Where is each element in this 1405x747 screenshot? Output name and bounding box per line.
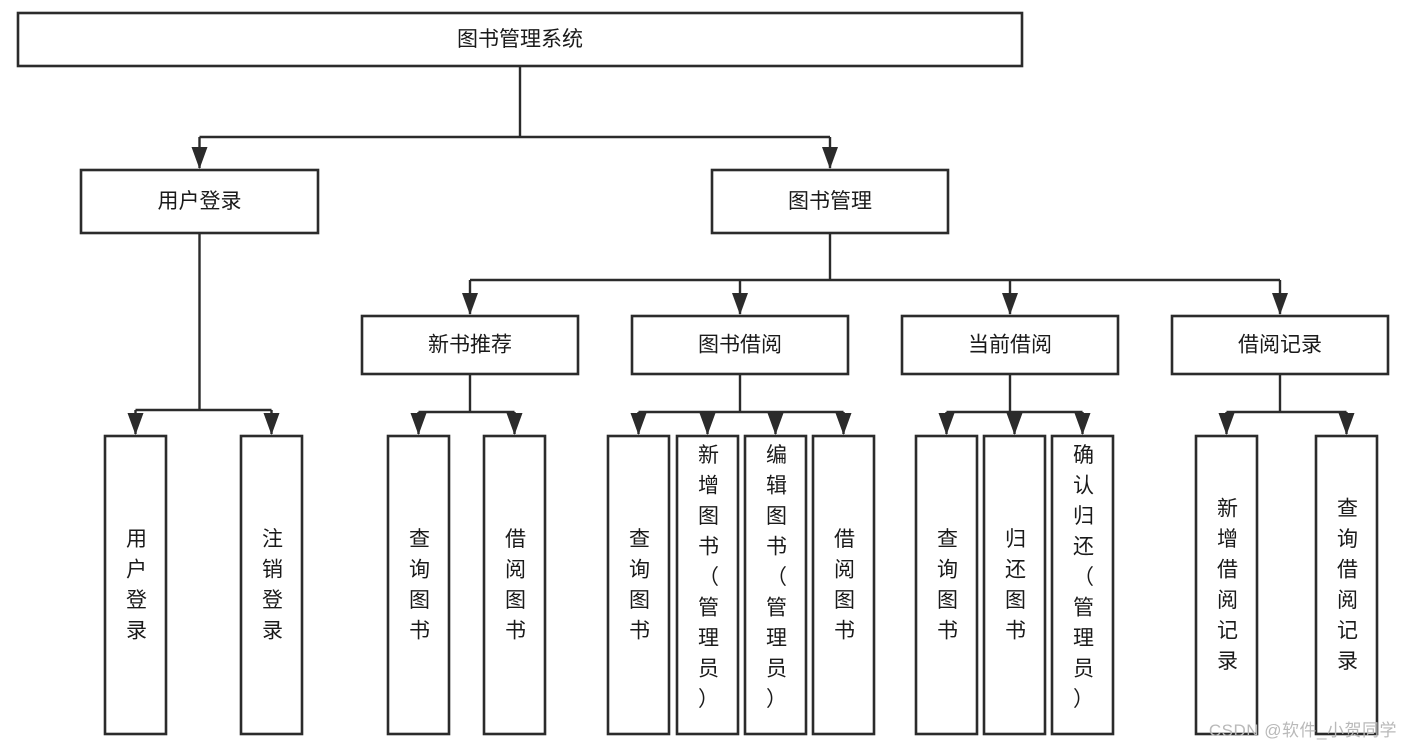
level3-label: 图书借阅 [698,334,782,357]
arrow-head-icon [462,293,478,315]
root-label: 图书管理系统 [457,28,583,51]
arrow-head-icon [1338,413,1355,435]
leaf-label: 查询借阅记录 [1337,498,1358,674]
node-查询图书[interactable]: 查询图书 [606,434,671,736]
node-用户登录[interactable]: 用户登录 [103,434,168,736]
arrow-head-icon [732,293,748,315]
node-新书推荐[interactable]: 新书推荐 [360,314,580,376]
arrow-head-icon [506,413,523,435]
level2-label: 用户登录 [158,190,242,213]
node-编辑图书管理员[interactable]: 编辑图书（管理员） [743,434,808,736]
leaf-label: 用户登录 [126,528,147,643]
leaf-label: 归还图书 [1005,528,1026,643]
leaf-label: 查询图书 [409,528,430,643]
node-图书管理[interactable]: 图书管理 [710,168,950,235]
arrow-head-icon [127,413,144,435]
node-注销登录[interactable]: 注销登录 [239,434,304,736]
leaf-box[interactable] [743,434,808,736]
node-查询借阅记录[interactable]: 查询借阅记录 [1314,434,1379,736]
leaf-label: 新增图书（管理员） [698,444,719,711]
level3-label: 借阅记录 [1238,334,1322,357]
root-box[interactable] [16,11,1024,68]
node-图书管理系统[interactable]: 图书管理系统 [16,11,1024,68]
level3-label: 当前借阅 [968,334,1052,357]
level2-box[interactable] [710,168,950,235]
node-借阅图书[interactable]: 借阅图书 [482,434,547,736]
leaf-box[interactable] [606,434,671,736]
arrow-head-icon [1074,413,1091,435]
node-用户登录[interactable]: 用户登录 [79,168,320,235]
level2-box[interactable] [79,168,320,235]
arrow-head-icon [1002,293,1018,315]
arrow-head-icon [191,147,208,169]
leaf-box[interactable] [103,434,168,736]
level2-label: 图书管理 [788,190,872,213]
level3-label: 新书推荐 [428,334,512,357]
arrow-head-icon [938,413,955,435]
leaf-box[interactable] [1314,434,1379,736]
arrow-head-icon [699,413,716,435]
leaf-label: 注销登录 [262,528,283,643]
level3-box[interactable] [1170,314,1390,376]
arrow-head-icon [263,413,280,435]
node-新增借阅记录[interactable]: 新增借阅记录 [1194,434,1259,736]
leaf-box[interactable] [386,434,451,736]
leaf-box[interactable] [1050,434,1115,736]
leaf-label: 编辑图书（管理员） [766,444,787,711]
leaf-label: 查询图书 [937,528,958,643]
leaf-box[interactable] [239,434,304,736]
leaf-box[interactable] [482,434,547,736]
level3-box[interactable] [630,314,850,376]
arrow-head-icon [410,413,427,435]
node-当前借阅[interactable]: 当前借阅 [900,314,1120,376]
leaf-label: 借阅图书 [505,528,526,643]
leaf-box[interactable] [811,434,876,736]
leaf-label: 查询图书 [629,528,650,643]
arrow-head-icon [1272,293,1288,315]
level3-box[interactable] [900,314,1120,376]
leaf-box[interactable] [1194,434,1259,736]
leaf-label: 新增借阅记录 [1217,498,1238,674]
arrow-head-icon [822,147,838,169]
node-图书借阅[interactable]: 图书借阅 [630,314,850,376]
node-归还图书[interactable]: 归还图书 [982,434,1047,736]
arrow-head-icon [767,413,784,435]
arrow-head-icon [1006,413,1023,435]
leaf-box[interactable] [675,434,740,736]
leaf-box[interactable] [914,434,979,736]
arrow-head-icon [835,413,852,435]
leaf-label: 借阅图书 [834,528,855,643]
leaf-label: 确认归还（管理员） [1073,444,1094,711]
leaf-box[interactable] [982,434,1047,736]
node-借阅记录[interactable]: 借阅记录 [1170,314,1390,376]
node-新增图书管理员[interactable]: 新增图书（管理员） [675,434,740,736]
level3-box[interactable] [360,314,580,376]
node-借阅图书[interactable]: 借阅图书 [811,434,876,736]
node-查询图书[interactable]: 查询图书 [386,434,451,736]
node-确认归还管理员[interactable]: 确认归还（管理员） [1050,434,1115,736]
arrow-head-icon [630,413,647,435]
arrow-head-icon [1218,413,1235,435]
node-查询图书[interactable]: 查询图书 [914,434,979,736]
